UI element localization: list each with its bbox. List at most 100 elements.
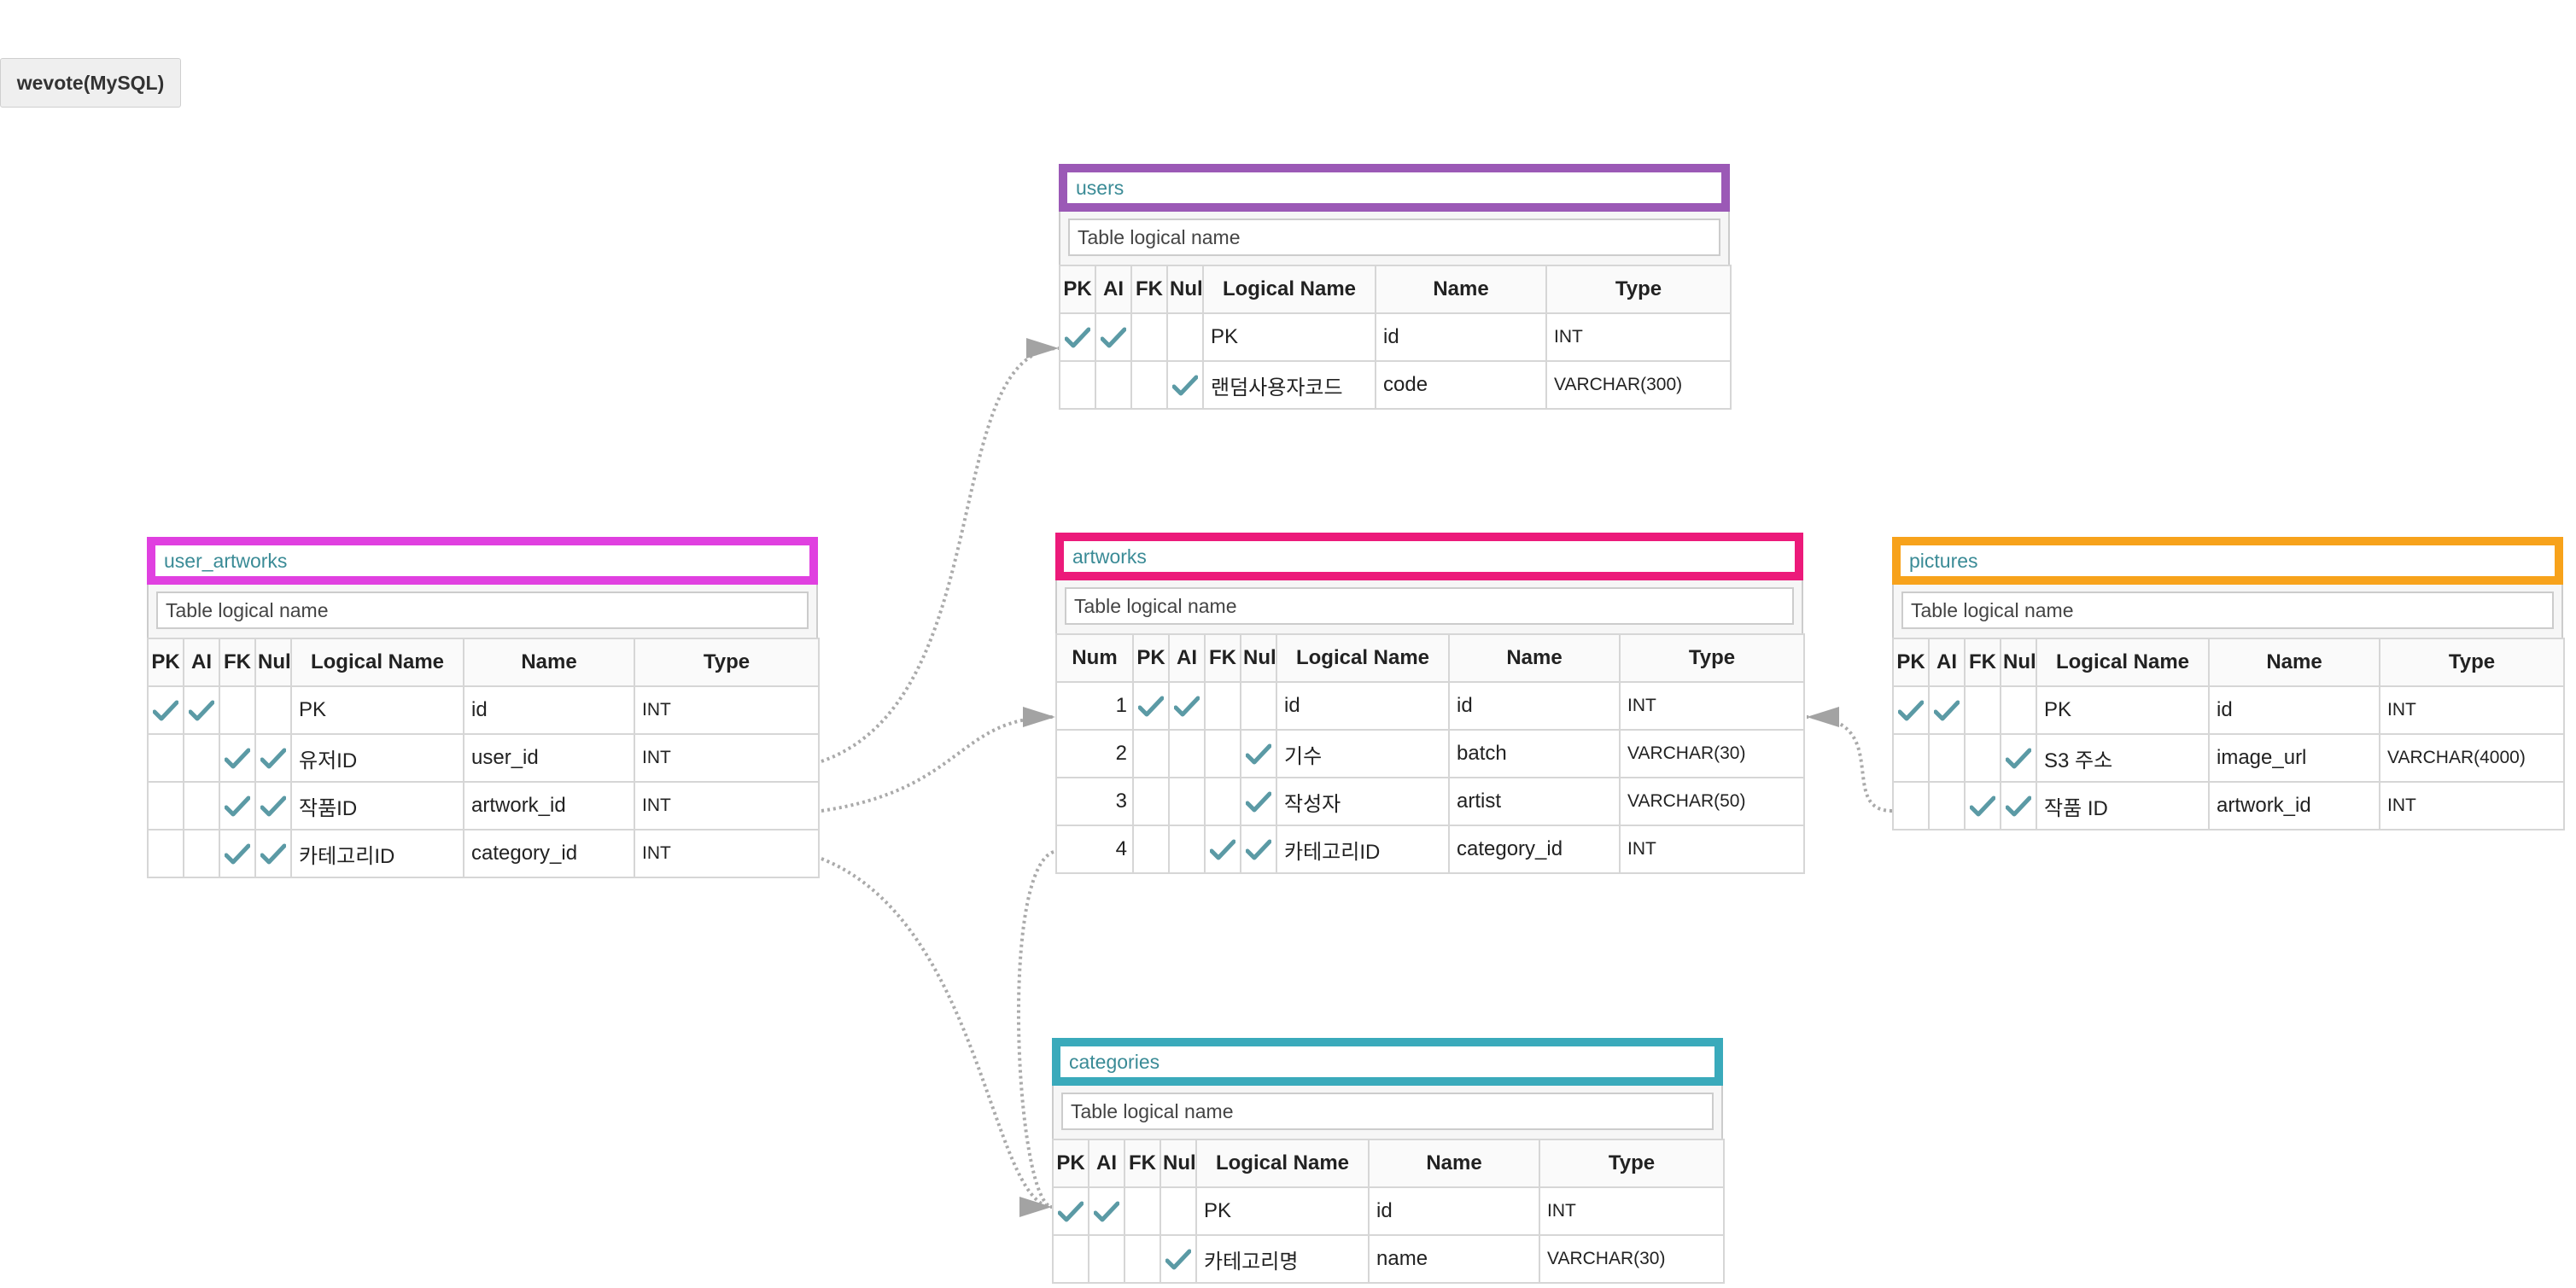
table-artworks[interactable]: artworks Num PK AI FK Null Logical Name …: [1055, 533, 1805, 874]
column-logical-name[interactable]: 랜덤사용자코드: [1202, 360, 1376, 410]
column-fk-flag[interactable]: [1130, 360, 1168, 410]
column-pk-flag[interactable]: [147, 685, 184, 735]
column-logical-name[interactable]: 작품 ID: [2036, 781, 2210, 830]
column-fk-flag[interactable]: [219, 829, 256, 878]
column-fk-flag[interactable]: [1964, 781, 2001, 830]
column-type[interactable]: VARCHAR(50): [1619, 777, 1805, 826]
column-ai-flag[interactable]: [1168, 681, 1206, 731]
column-pk-flag[interactable]: [147, 829, 184, 878]
table-pictures[interactable]: pictures PK AI FK Null Logical Name Name…: [1892, 537, 2565, 830]
column-ai-flag[interactable]: [183, 685, 220, 735]
table-title-bar[interactable]: categories: [1052, 1038, 1723, 1086]
column-name[interactable]: id: [1375, 312, 1547, 362]
column-fk-flag[interactable]: [1204, 825, 1241, 874]
column-pk-flag[interactable]: [1132, 777, 1170, 826]
column-type[interactable]: INT: [1539, 1186, 1725, 1236]
column-type[interactable]: INT: [634, 733, 820, 783]
column-logical-name[interactable]: PK: [2036, 685, 2210, 735]
column-logical-name[interactable]: S3 주소: [2036, 733, 2210, 783]
column-null-flag[interactable]: [1159, 1234, 1197, 1284]
column-pk-flag[interactable]: [1892, 733, 1930, 783]
column-name[interactable]: id: [1368, 1186, 1540, 1236]
column-null-flag[interactable]: [2000, 733, 2037, 783]
table-logical-name-input[interactable]: [156, 592, 809, 629]
column-type[interactable]: VARCHAR(4000): [2379, 733, 2565, 783]
column-fk-flag[interactable]: [219, 733, 256, 783]
column-ai-flag[interactable]: [1095, 312, 1132, 362]
column-type[interactable]: INT: [634, 829, 820, 878]
column-pk-flag[interactable]: [1132, 729, 1170, 778]
column-ai-flag[interactable]: [183, 781, 220, 830]
column-ai-flag[interactable]: [183, 829, 220, 878]
column-pk-flag[interactable]: [1132, 681, 1170, 731]
column-logical-name[interactable]: PK: [290, 685, 464, 735]
column-ai-flag[interactable]: [1928, 685, 1966, 735]
column-pk-flag[interactable]: [1052, 1234, 1089, 1284]
column-type[interactable]: INT: [634, 685, 820, 735]
column-fk-flag[interactable]: [1964, 685, 2001, 735]
column-pk-flag[interactable]: [147, 733, 184, 783]
column-null-flag[interactable]: [2000, 781, 2037, 830]
table-categories[interactable]: categories PK AI FK Null Logical Name Na…: [1052, 1038, 1725, 1284]
column-name[interactable]: artist: [1448, 777, 1621, 826]
column-logical-name[interactable]: 카테고리ID: [290, 829, 464, 878]
column-name[interactable]: image_url: [2208, 733, 2380, 783]
column-type[interactable]: INT: [1619, 681, 1805, 731]
column-logical-name[interactable]: 카테고리명: [1195, 1234, 1370, 1284]
table-title-bar[interactable]: user_artworks: [147, 537, 818, 585]
column-fk-flag[interactable]: [1204, 681, 1241, 731]
column-ai-flag[interactable]: [1168, 777, 1206, 826]
column-null-flag[interactable]: [1240, 825, 1277, 874]
column-pk-flag[interactable]: [1059, 360, 1096, 410]
table-title-bar[interactable]: users: [1059, 164, 1730, 212]
column-null-flag[interactable]: [2000, 685, 2037, 735]
column-name[interactable]: category_id: [463, 829, 635, 878]
column-ai-flag[interactable]: [1088, 1234, 1125, 1284]
column-ai-flag[interactable]: [1928, 733, 1966, 783]
column-pk-flag[interactable]: [1052, 1186, 1089, 1236]
column-name[interactable]: code: [1375, 360, 1547, 410]
table-logical-name-input[interactable]: [1065, 587, 1794, 625]
column-name[interactable]: id: [1448, 681, 1621, 731]
column-fk-flag[interactable]: [219, 685, 256, 735]
column-null-flag[interactable]: [1240, 777, 1277, 826]
relation-user-artworks-to-artworks[interactable]: [821, 715, 1056, 813]
column-ai-flag[interactable]: [1095, 360, 1132, 410]
column-null-flag[interactable]: [1240, 681, 1277, 731]
relation-pictures-to-artworks[interactable]: [1806, 715, 1893, 813]
column-type[interactable]: INT: [2379, 781, 2565, 830]
column-ai-flag[interactable]: [1088, 1186, 1125, 1236]
column-ai-flag[interactable]: [183, 733, 220, 783]
table-users[interactable]: users PK AI FK Null Logical Name Name Ty…: [1059, 164, 1732, 410]
column-logical-name[interactable]: PK: [1195, 1186, 1370, 1236]
column-null-flag[interactable]: [1240, 729, 1277, 778]
column-logical-name[interactable]: 작성자: [1276, 777, 1450, 826]
column-type[interactable]: INT: [1545, 312, 1732, 362]
column-fk-flag[interactable]: [1964, 733, 2001, 783]
column-ai-flag[interactable]: [1928, 781, 1966, 830]
column-fk-flag[interactable]: [1124, 1186, 1161, 1236]
column-type[interactable]: VARCHAR(300): [1545, 360, 1732, 410]
column-null-flag[interactable]: [1159, 1186, 1197, 1236]
column-logical-name[interactable]: 기수: [1276, 729, 1450, 778]
column-name[interactable]: user_id: [463, 733, 635, 783]
column-name[interactable]: artwork_id: [463, 781, 635, 830]
table-logical-name-input[interactable]: [1901, 592, 2554, 629]
relation-user-artworks-to-users[interactable]: [821, 347, 1060, 763]
column-name[interactable]: id: [463, 685, 635, 735]
column-name[interactable]: artwork_id: [2208, 781, 2380, 830]
column-type[interactable]: INT: [2379, 685, 2565, 735]
